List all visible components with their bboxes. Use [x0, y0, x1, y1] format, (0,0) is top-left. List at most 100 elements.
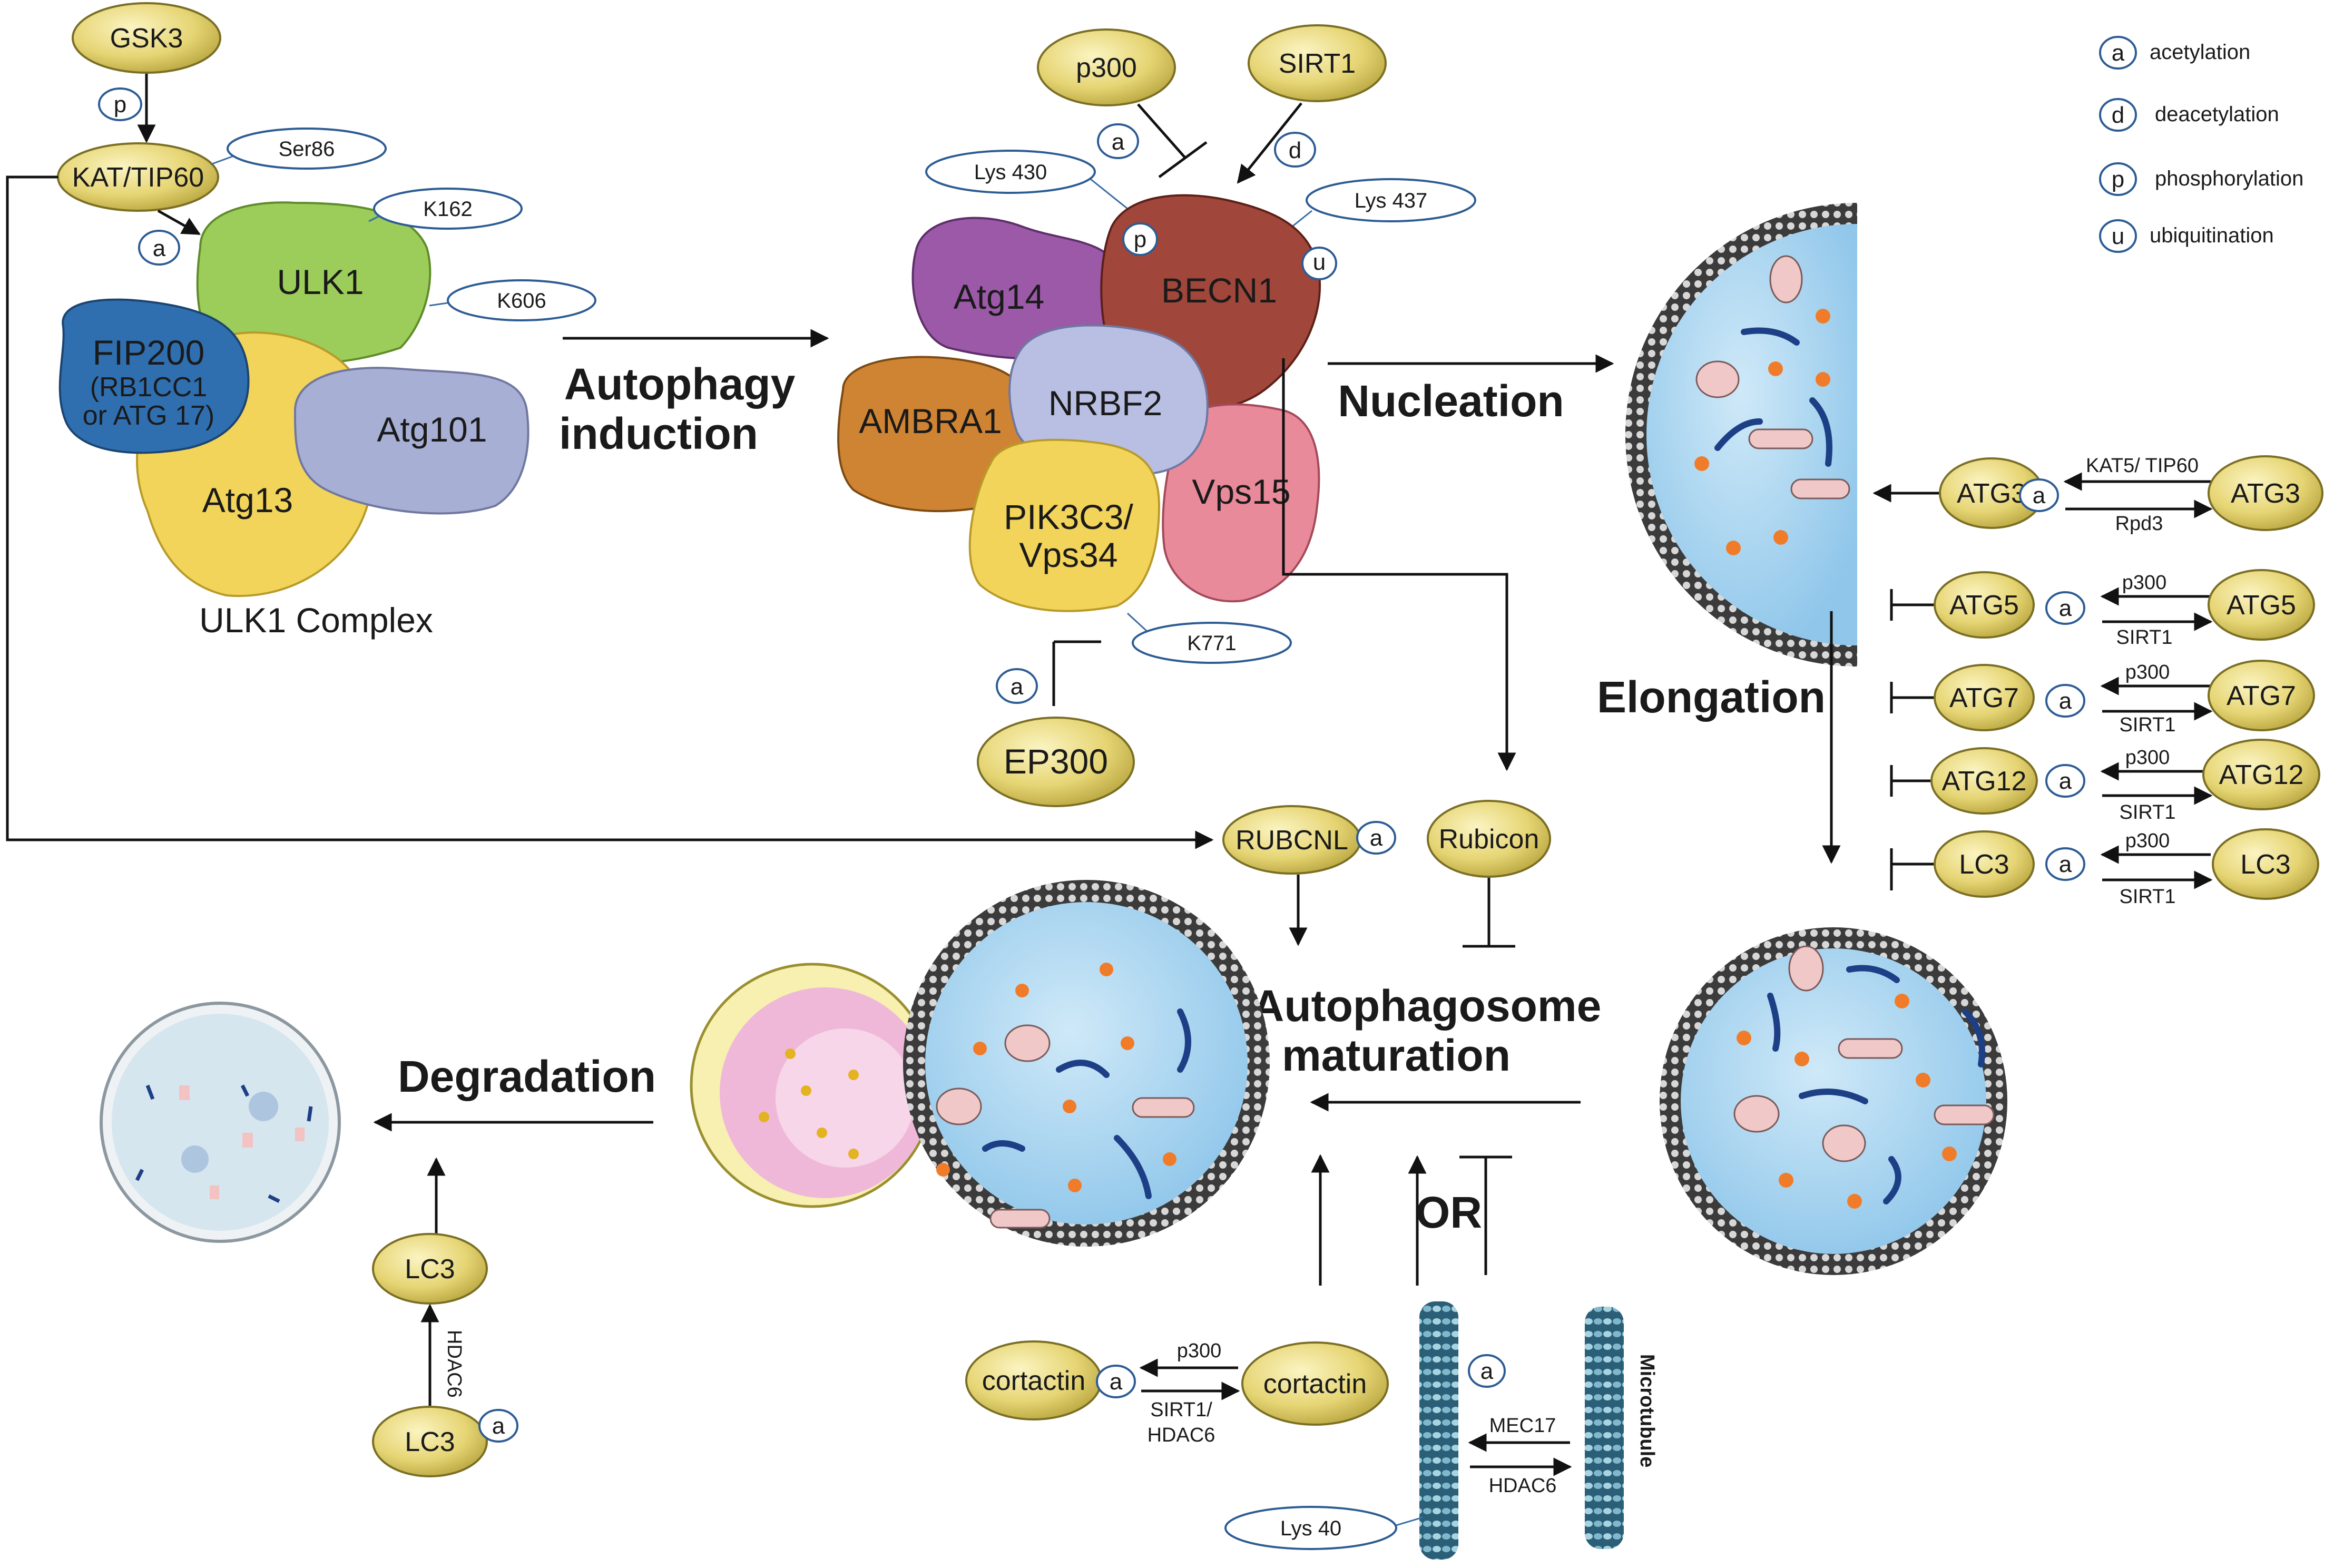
atg12-node [1930, 747, 2038, 815]
complex-to-rubicon-line [1282, 358, 1516, 771]
cargo-dot [1737, 1031, 1751, 1045]
atg5-left-label: ATG5 [1949, 590, 2019, 621]
fragment-icon [210, 1185, 219, 1199]
atg12-row: ATG12 a p300 SIRT1 ATG12 [1890, 739, 2320, 824]
gsk3-node [72, 2, 221, 74]
lc3-forward-enzyme: p300 [2125, 830, 2170, 852]
acetyl-tag [1096, 1365, 1136, 1398]
cargo-dot [1816, 309, 1830, 324]
acetyl-tag [1097, 123, 1139, 159]
mitochondrion-icon [1822, 1124, 1866, 1162]
cortactin-right-label: cortactin [1263, 1369, 1367, 1399]
microtubule-label: Microtubule [1636, 1354, 1658, 1467]
protein-strand-icon [1962, 1008, 1985, 1067]
legend-deacetylation: d deacetylation [2099, 98, 2279, 132]
acetyl-tag [478, 1409, 518, 1443]
protein-strand-icon [982, 1140, 1025, 1152]
lc3-bottom-node [372, 1406, 488, 1477]
k606-tag [447, 279, 596, 321]
atg3-row: ATG3 a KAT5/ TIP60 Rpd3 ATG3 [1872, 455, 2323, 535]
atg5-reverse-enzyme: SIRT1 [2116, 626, 2172, 649]
cortactin-sirt1-label: SIRT1/ [1150, 1399, 1212, 1421]
cargo-dot [1816, 372, 1830, 387]
acetyl-tag [138, 230, 180, 266]
cargo-dot [1015, 984, 1029, 997]
atg5-forward-enzyme: p300 [2122, 572, 2167, 594]
acetyl-tag-label: a [492, 1413, 505, 1439]
atg7-left-label: ATG7 [1949, 683, 2019, 713]
acetyl-tag [2045, 684, 2085, 718]
legend-label: acetylation [2150, 41, 2250, 64]
lc3-bottom-label: LC3 [405, 1427, 455, 1457]
rubcnl-label: RUBCNL [1235, 825, 1348, 856]
protein-strand-icon [1883, 1156, 1901, 1204]
lysosome-enzyme-dot [785, 1048, 796, 1059]
acetyl-tag-label: a [153, 236, 166, 261]
lc3-left-label: LC3 [1959, 849, 2009, 880]
lys437-tag [1306, 178, 1476, 222]
legend-label: ubiquitination [2150, 224, 2274, 247]
lc3-node [1934, 830, 2035, 898]
pik3c3-label: PIK3C3/ [1004, 497, 1133, 536]
fragment-icon [242, 1133, 253, 1148]
fip200-alias-1: (RB1CC1 [90, 372, 208, 403]
deacetyl-tag [1274, 132, 1316, 168]
acetyl-tag-label: a [1011, 674, 1024, 700]
protein-strand-icon [1799, 1089, 1868, 1104]
lc3-right-node [2212, 828, 2319, 900]
lys40-tag [1224, 1506, 1397, 1550]
k162-label: K162 [423, 198, 472, 221]
ep300-node [977, 717, 1135, 807]
vps34-label: Vps34 [1019, 535, 1117, 574]
nucleation-label: Nucleation [1338, 376, 1564, 426]
cargo-dot [1163, 1152, 1176, 1166]
pik3c3-protein [968, 438, 1161, 612]
legend: a acetylation d deacetylation p phosphor… [2099, 36, 2303, 253]
cargo-dot [1063, 1100, 1076, 1113]
phagophore [1625, 203, 1857, 667]
mitochondrion-icon [1769, 255, 1803, 303]
phospho-tag [1122, 222, 1158, 256]
mitochondrion-icon [1004, 1024, 1051, 1062]
legend-symbol: d [2112, 102, 2124, 128]
ulk1-complex-caption: ULK1 Complex [199, 601, 433, 640]
k771-tag [1132, 622, 1292, 664]
fragment-icon [145, 1084, 155, 1100]
cargo-dot [1121, 1036, 1134, 1050]
fragment-blob [181, 1145, 209, 1173]
cargo-dot [1895, 994, 1909, 1008]
lys430-tag [925, 150, 1096, 194]
mitochondrion-icon [1132, 1097, 1195, 1118]
lysosome-enzyme-dot [817, 1128, 827, 1138]
acetyl-tag [2045, 764, 2085, 798]
mitochondrion-icon [1790, 478, 1850, 499]
mitochondrion-icon [1788, 945, 1824, 992]
ulk1-label: ULK1 [277, 262, 364, 301]
acetyl-tag-label: a [1112, 129, 1125, 155]
cargo-dot [1773, 530, 1788, 545]
mec17-label: MEC17 [1489, 1415, 1556, 1437]
elongation-label: Elongation [1597, 672, 1826, 722]
legend-phosphorylation: p phosphorylation [2099, 162, 2303, 196]
acetyl-tag [2019, 478, 2059, 512]
autophagosome [1660, 927, 2007, 1275]
lc3-top-node [372, 1233, 488, 1305]
atg7-right-node [2208, 660, 2315, 731]
legend-label: phosphorylation [2155, 167, 2303, 190]
cargo-dot [1916, 1073, 1930, 1087]
cargo-dot [936, 1163, 950, 1177]
acetyl-tag-label: a [1480, 1358, 1494, 1384]
ubiquitin-tag [1301, 247, 1337, 280]
k606-label: K606 [497, 289, 546, 312]
fip200-alias-2: or ATG 17) [83, 400, 214, 431]
lysosome-enzyme-dot [759, 1112, 769, 1122]
acetyl-tag-label: a [2059, 595, 2072, 621]
fragment-icon [179, 1085, 190, 1100]
acetyl-tag [1356, 821, 1396, 855]
atg5-right-label: ATG5 [2227, 590, 2296, 621]
autolysosome [690, 880, 1270, 1247]
atg-acetylation-rows: ATG3 a KAT5/ TIP60 Rpd3 ATG3 ATG5 a p300… [1872, 455, 2323, 908]
vps15-protein [1162, 403, 1320, 603]
lc3-row: LC3 a p300 SIRT1 LC3 [1890, 828, 2319, 908]
